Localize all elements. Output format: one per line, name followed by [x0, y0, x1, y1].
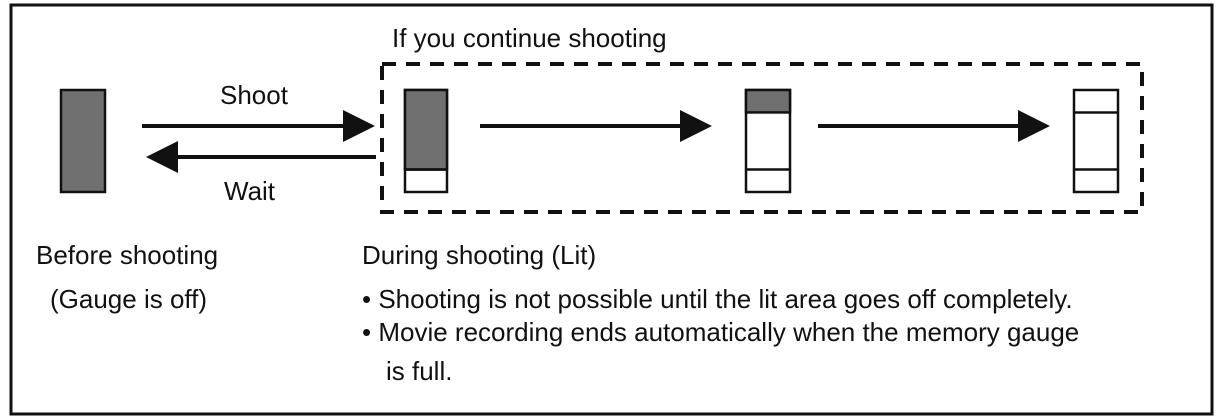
wait-label: Wait	[224, 176, 276, 206]
before-shooting-caption: Before shooting	[36, 240, 219, 270]
memory-gauge-3	[744, 88, 792, 194]
gauge-lit-area	[744, 88, 792, 114]
gauge-lit-area	[403, 88, 449, 171]
gauge-fill	[59, 88, 107, 194]
memory-gauge-2	[403, 88, 449, 194]
memory-gauge-4	[1072, 88, 1120, 194]
during-shooting-caption: During shooting (Lit)	[362, 240, 597, 270]
memory-gauges	[59, 88, 1120, 194]
continue-shooting-label: If you continue shooting	[392, 23, 667, 53]
progress-arrow-2	[818, 110, 1050, 142]
shoot-label: Shoot	[220, 80, 288, 110]
progress-arrow-1	[480, 110, 712, 142]
continue-shooting-group-box	[380, 62, 1144, 214]
gauge-off-caption: (Gauge is off)	[50, 284, 208, 314]
bullet-movie-recording-ends: • Movie recording ends automatically whe…	[362, 317, 1080, 347]
bullet-shooting-not-possible: • Shooting is not possible until the lit…	[362, 284, 1073, 314]
outer-frame	[9, 3, 1214, 416]
wait-arrow	[146, 141, 376, 173]
memory-gauge-1	[59, 88, 107, 194]
gauge-frame	[1072, 88, 1120, 194]
shoot-arrow	[142, 110, 375, 142]
bullet-movie-recording-ends-continued: is full.	[386, 356, 453, 386]
